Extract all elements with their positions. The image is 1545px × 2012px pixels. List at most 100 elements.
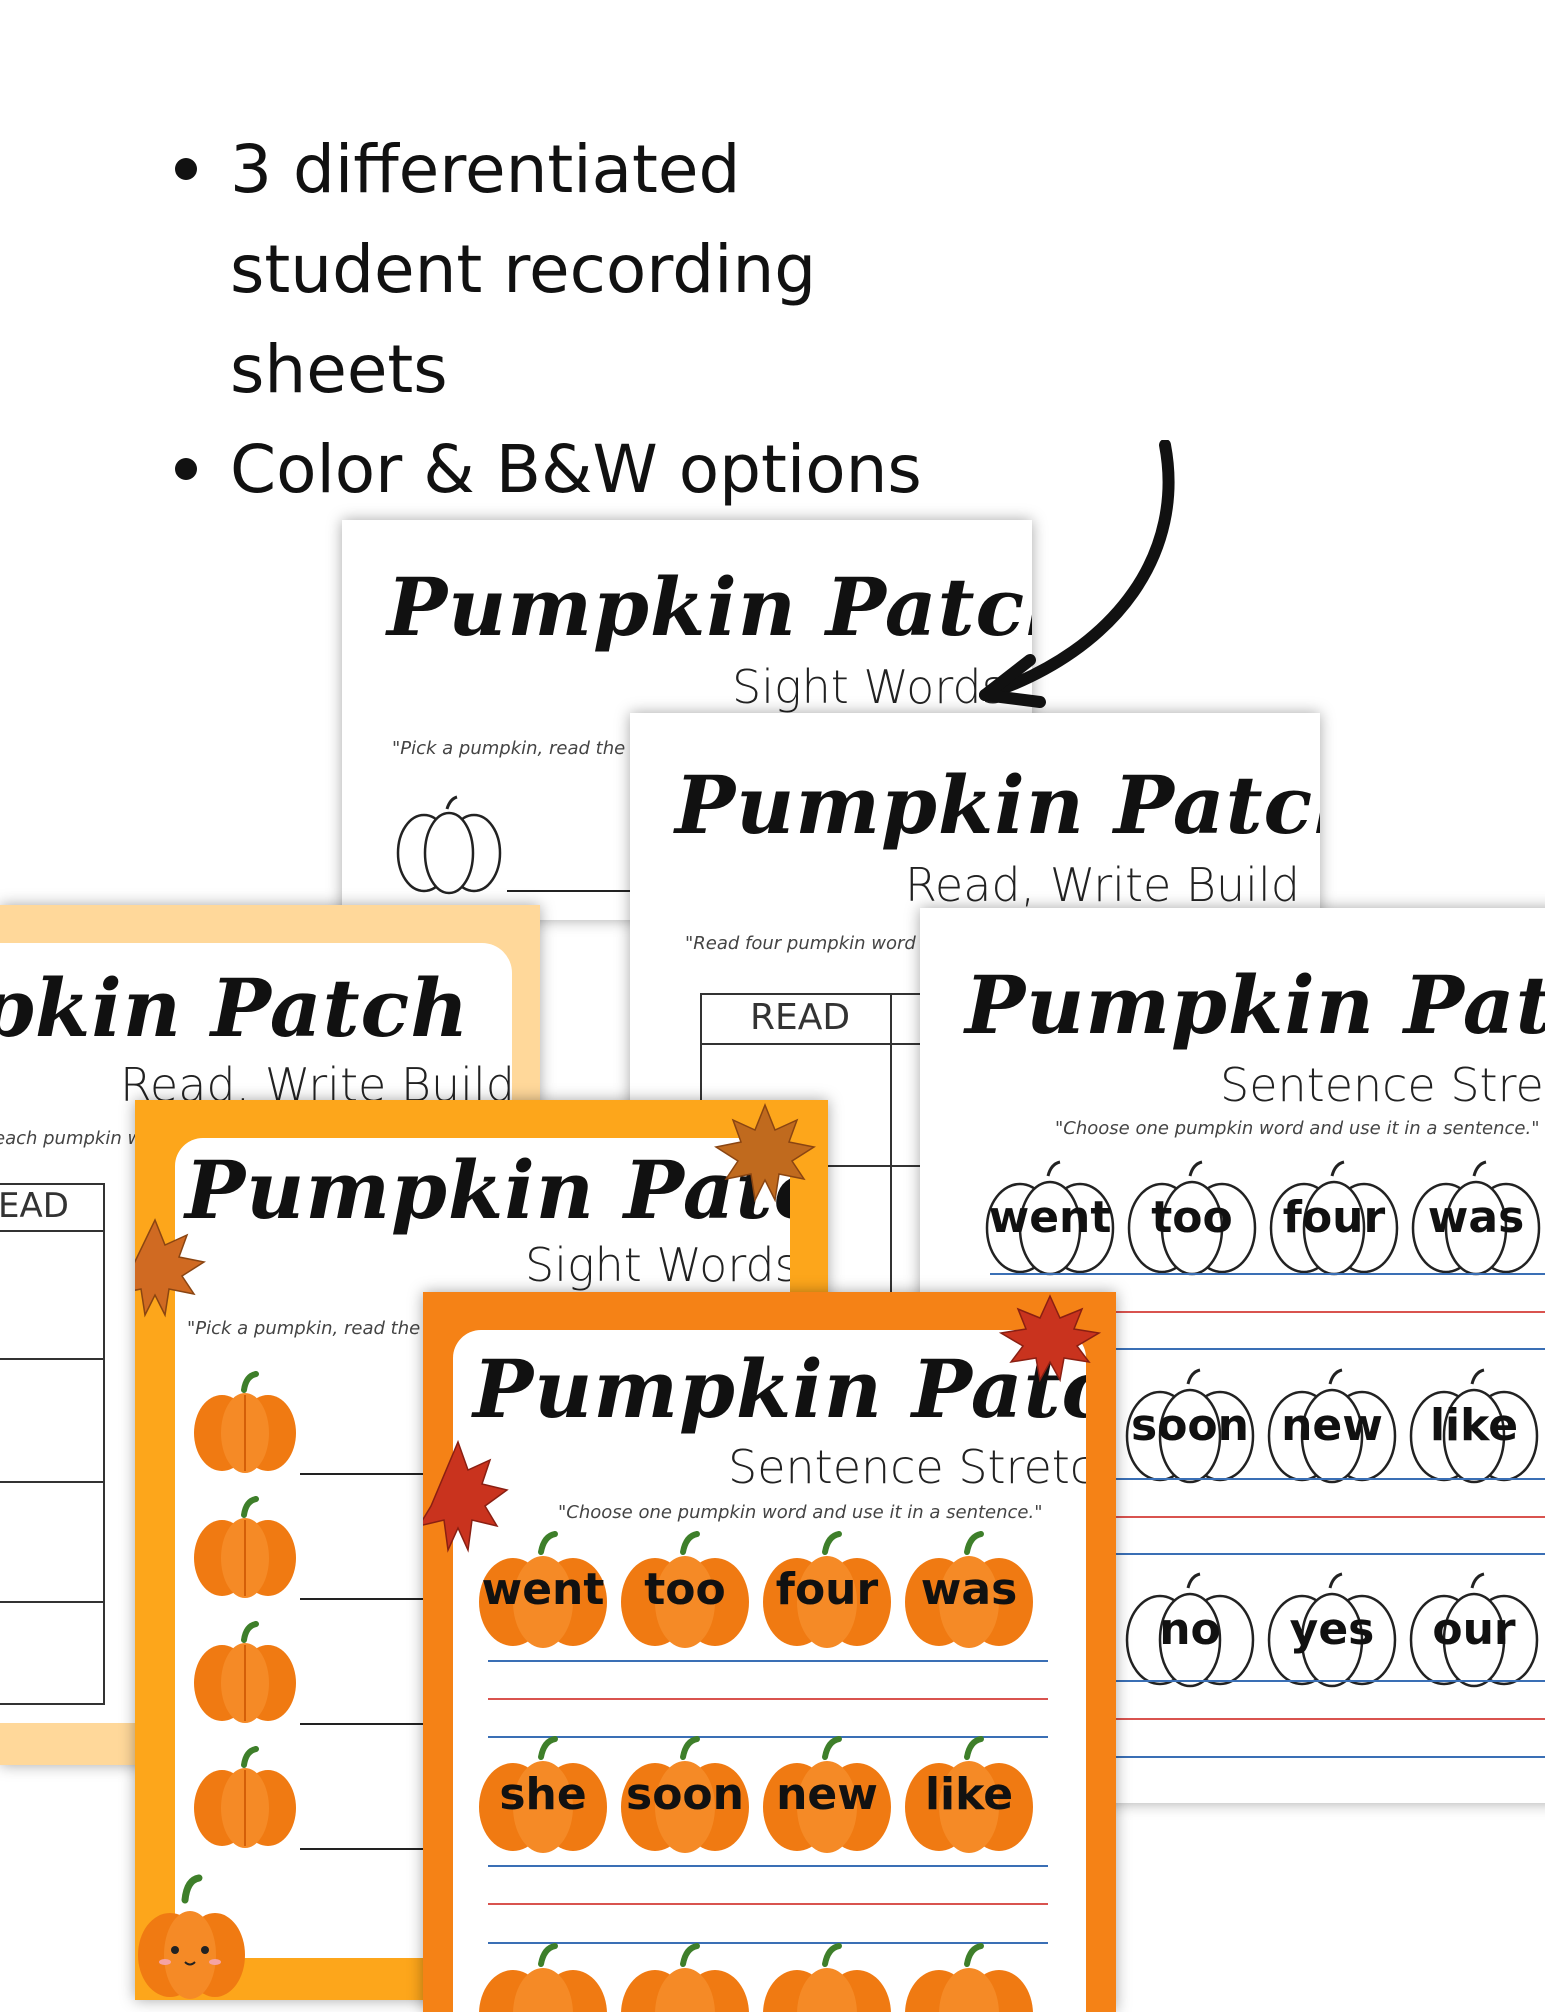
kawaii-pumpkin-icon	[138, 1874, 245, 1999]
write-line	[300, 1848, 435, 1850]
feature-list: 3 differentiated student recording sheet…	[175, 120, 990, 520]
writing-line	[990, 1273, 1545, 1275]
pumpkin-word-row	[473, 1942, 1041, 2012]
sheet-title: Pumpkin Patch	[185, 1143, 790, 1237]
sheet-inner: Pumpkin Patch Sentence Stretch "Choose o…	[453, 1330, 1086, 2012]
writing-line	[488, 1903, 1048, 1905]
table-divider	[890, 995, 892, 1313]
pumpkin-icon	[479, 1531, 607, 1648]
sheet-title: Pumpkin Patch	[473, 1342, 1086, 1436]
write-line	[507, 890, 707, 892]
table-header-read: READ	[750, 997, 851, 1038]
pumpkin-icon	[763, 1943, 891, 2012]
sight-word: too	[1151, 1192, 1233, 1243]
table-divider	[103, 1183, 105, 1703]
bullet-text: 3 differentiated student recording sheet…	[230, 131, 817, 408]
pumpkin-word: was	[1406, 1158, 1545, 1278]
writing-line	[488, 1698, 1048, 1700]
pumpkin-word: too	[1122, 1158, 1262, 1278]
maple-leaf-icon	[423, 1439, 509, 1553]
pumpkin-word: our	[1404, 1570, 1544, 1690]
pumpkin-word-row: she soon new like	[473, 1735, 1041, 1855]
pumpkin-icon	[621, 1736, 749, 1853]
pumpkin-icon	[194, 1621, 296, 1723]
pumpkin-word-row: no yes our	[1120, 1570, 1545, 1690]
pumpkin-outline-icon	[985, 1160, 1115, 1276]
sheet-instructions: "Pick a pumpkin, read the w	[392, 738, 646, 759]
pumpkin-outline-icon	[1269, 1160, 1399, 1276]
pumpkin-outline-icon	[1267, 1572, 1397, 1688]
pumpkin-word: too	[615, 1530, 755, 1650]
pumpkin-icon	[621, 1943, 749, 2012]
writing-line	[990, 1478, 1545, 1480]
sight-word: our	[1432, 1604, 1516, 1655]
pumpkin-icon	[905, 1943, 1033, 2012]
pumpkin-word: yes	[1262, 1570, 1402, 1690]
maple-leaf-icon	[135, 1218, 206, 1318]
bullet-item: Color & B&W options	[175, 420, 990, 520]
sheet-instructions: "Pick a pumpkin, read the w	[187, 1318, 441, 1339]
pumpkin-icon	[621, 1531, 749, 1648]
pumpkin-outline-icon	[1125, 1572, 1255, 1688]
pumpkin-word	[615, 1942, 755, 2012]
sight-word: was	[920, 1564, 1018, 1615]
writing-line	[990, 1348, 1545, 1350]
pumpkin-word	[757, 1942, 897, 2012]
sight-word: four	[1282, 1192, 1386, 1243]
sheet-title: Pumpkin Patch	[675, 758, 1320, 852]
sight-word: new	[776, 1769, 878, 1820]
writing-line	[488, 1942, 1048, 1944]
writing-line	[990, 1516, 1545, 1518]
pumpkin-outline-icon	[1125, 1368, 1255, 1484]
pumpkin-word: went	[473, 1530, 613, 1650]
sheet-title: Pumpkin Patch	[387, 560, 1032, 654]
maple-leaf-icon	[714, 1102, 816, 1203]
writing-line	[488, 1660, 1048, 1662]
table-divider	[0, 1230, 105, 1232]
sheet-title: Pumpkin Patch	[0, 961, 470, 1055]
sheet-instructions: "Choose one pumpkin word and use it in a…	[558, 1502, 1043, 1523]
pumpkin-word: four	[757, 1530, 897, 1650]
sheet-subtitle: Sight Words	[525, 1238, 790, 1292]
table-divider	[0, 1358, 105, 1360]
pumpkin-outline-icon	[1127, 1160, 1257, 1276]
pumpkin-word	[899, 1942, 1039, 2012]
sight-word: soon	[626, 1769, 744, 1820]
sight-word: yes	[1289, 1604, 1375, 1655]
sheet-color-sentence-stretch: Pumpkin Patch Sentence Stretch "Choose o…	[423, 1292, 1116, 2012]
pumpkin-word: soon	[615, 1735, 755, 1855]
pumpkin-word-row: went too four was	[473, 1530, 1041, 1650]
pumpkin-icon	[905, 1531, 1033, 1648]
sight-word: soon	[1131, 1400, 1249, 1451]
sight-word: four	[775, 1564, 879, 1615]
pumpkin-outline-icon	[396, 795, 502, 895]
pumpkin-word: new	[1262, 1366, 1402, 1486]
bullet-item: 3 differentiated student recording sheet…	[175, 120, 990, 420]
sheet-subtitle: Sentence Stretch	[1220, 1058, 1545, 1112]
writing-line	[990, 1311, 1545, 1313]
sight-word: like	[1429, 1400, 1519, 1451]
sheet-instructions: each pumpkin wo	[0, 1128, 154, 1149]
pumpkin-icon	[763, 1531, 891, 1648]
sheet-instructions: "Read four pumpkin word	[685, 933, 916, 954]
sheet-title: Pumpkin Patch	[965, 958, 1545, 1052]
pumpkin-icon	[905, 1736, 1033, 1853]
pumpkin-icon	[194, 1496, 296, 1598]
pumpkin-word: soon	[1120, 1366, 1260, 1486]
pumpkin-word-row: soon new like	[1120, 1366, 1545, 1486]
pumpkin-word: like	[1404, 1366, 1544, 1486]
pumpkin-outline-icon	[1409, 1572, 1539, 1688]
sight-word: went	[988, 1192, 1112, 1243]
writing-line	[488, 1736, 1048, 1738]
pumpkin-word: new	[757, 1735, 897, 1855]
pumpkin-icon	[479, 1943, 607, 2012]
curved-arrow-icon	[979, 440, 1175, 708]
pumpkin-outline-icon	[1409, 1368, 1539, 1484]
table-divider	[0, 1601, 105, 1603]
pumpkin-word: went	[980, 1158, 1120, 1278]
write-line	[300, 1598, 435, 1600]
sheet-instructions: "Choose one pumpkin word and use it in a…	[1055, 1118, 1540, 1139]
pumpkin-word: she	[473, 1735, 613, 1855]
sight-word: new	[1281, 1400, 1383, 1451]
writing-line	[488, 1865, 1048, 1867]
